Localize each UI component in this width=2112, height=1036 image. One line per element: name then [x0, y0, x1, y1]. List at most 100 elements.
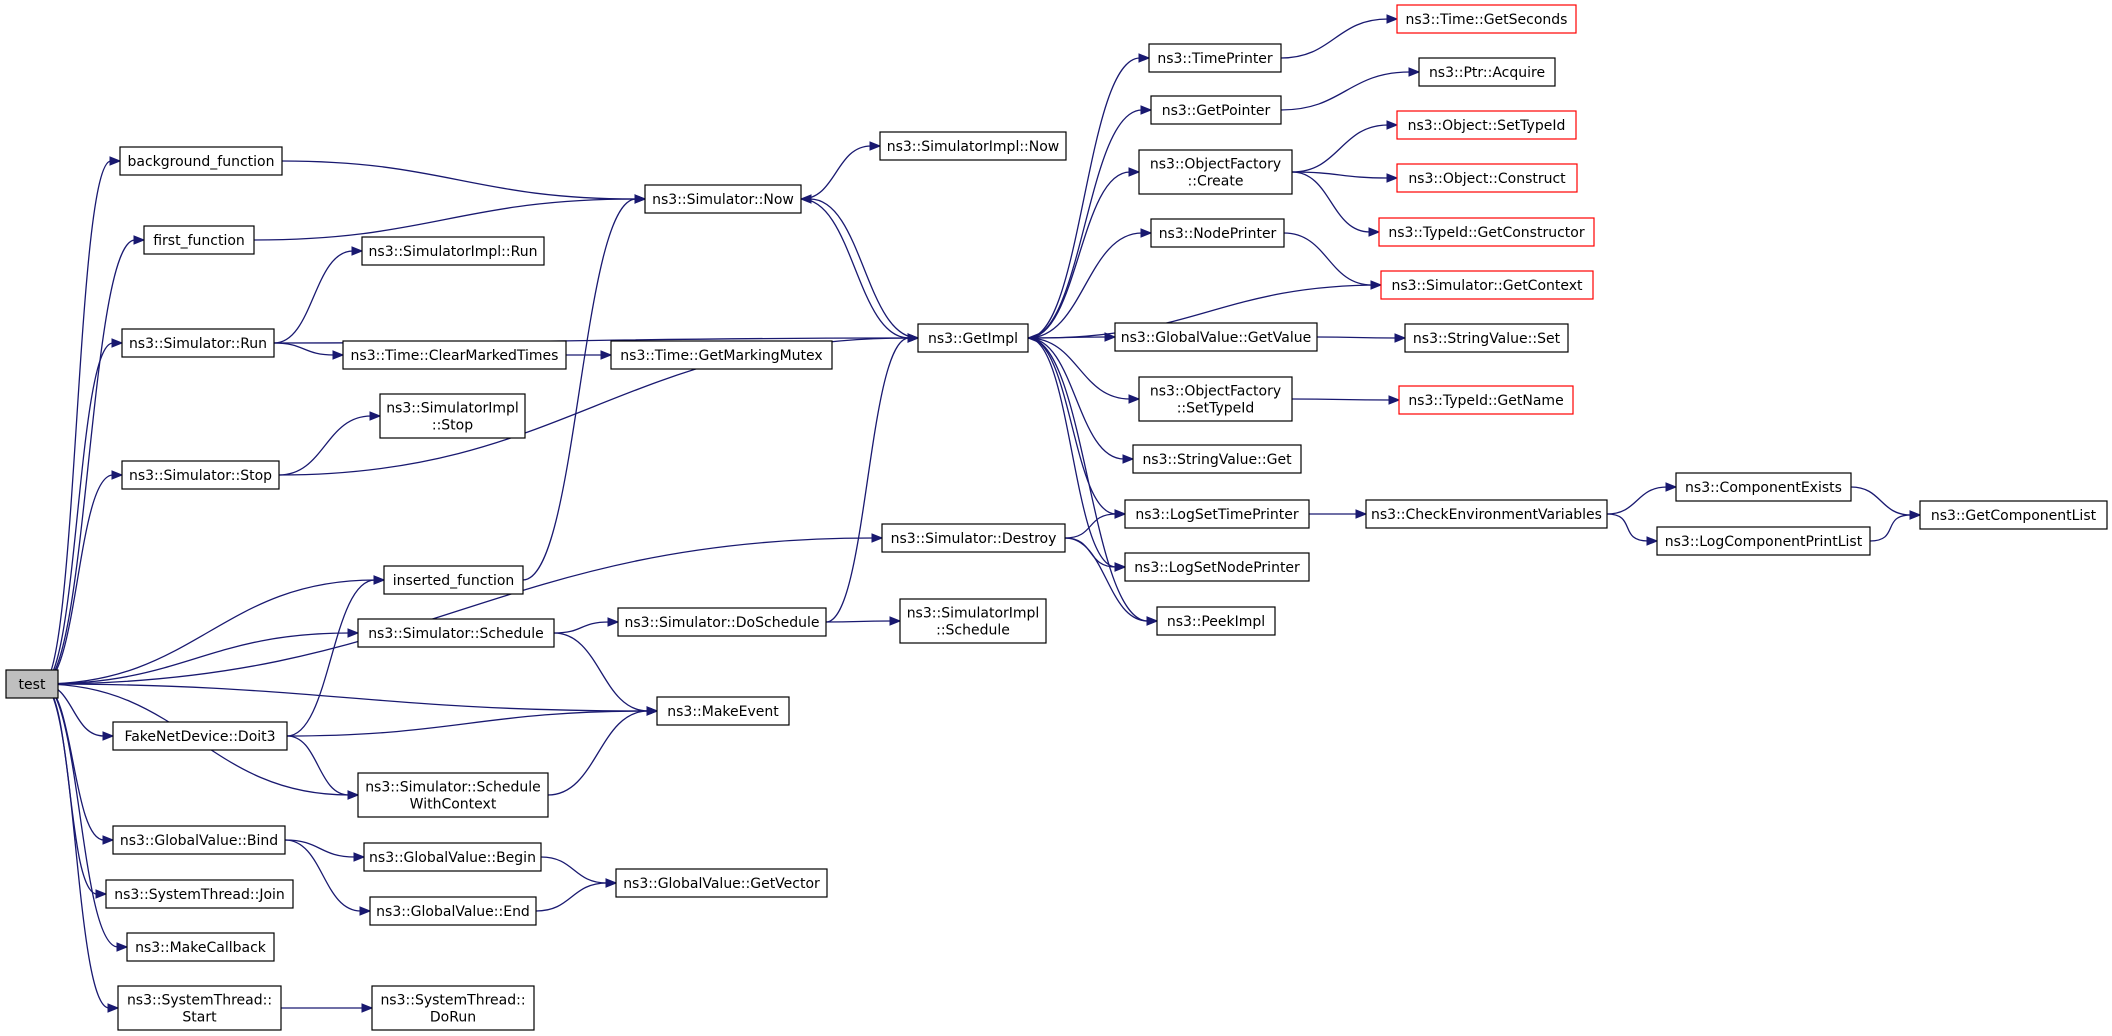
node-peek-impl[interactable]: ns3::PeekImpl	[1156, 606, 1276, 636]
node-sv-get[interactable]: ns3::StringValue::Get	[1132, 444, 1302, 474]
node-gv-bind[interactable]: ns3::GlobalValue::Bind	[112, 825, 286, 855]
edge-test-to-inserted-function	[41, 575, 386, 685]
node-gv-begin[interactable]: ns3::GlobalValue::Begin	[363, 842, 542, 872]
node-label: ns3::Ptr::Acquire	[1429, 65, 1545, 81]
node-sim-destroy[interactable]: ns3::Simulator::Destroy	[881, 523, 1066, 553]
arrow-head	[102, 835, 115, 845]
node-comp-exists[interactable]: ns3::ComponentExists	[1675, 472, 1852, 502]
node-inserted-function[interactable]: inserted_function	[383, 565, 524, 595]
node-box	[1150, 218, 1285, 248]
edge-test-to-sim-run	[41, 338, 124, 685]
edge-time-clear-to-time-mutex	[566, 350, 613, 360]
node-sim-getcontext[interactable]: ns3::Simulator::GetContext	[1380, 270, 1594, 300]
node-simimpl-schedule[interactable]: ns3::SimulatorImpl::Schedule	[899, 598, 1047, 644]
edge-test-to-gv-bind	[41, 683, 115, 845]
node-label: ns3::TypeId::GetName	[1408, 393, 1563, 409]
node-gv-getvalue[interactable]: ns3::GlobalValue::GetValue	[1114, 322, 1318, 352]
node-box	[383, 565, 524, 595]
node-check-env[interactable]: ns3::CheckEnvironmentVariables	[1365, 499, 1608, 529]
node-simimpl-now[interactable]: ns3::SimulatorImpl::Now	[879, 131, 1067, 161]
edge-get-pointer-to-ptr-acquire	[1280, 67, 1421, 111]
node-label: ns3::SystemThread::	[380, 993, 525, 1009]
node-getimpl[interactable]: ns3::GetImpl	[917, 323, 1029, 353]
edge-getimpl-to-log-setnodeprinter	[1027, 337, 1127, 572]
node-box	[105, 879, 294, 909]
arrow-head	[1386, 173, 1399, 183]
edge-sim-doschedule-to-getimpl	[825, 333, 920, 623]
node-time-clear[interactable]: ns3::Time::ClearMarkedTimes	[342, 340, 567, 370]
node-log-setnodeprinter[interactable]: ns3::LogSetNodePrinter	[1124, 552, 1310, 582]
node-typeid-getctor[interactable]: ns3::TypeId::GetConstructor	[1378, 217, 1595, 247]
node-gv-getvector[interactable]: ns3::GlobalValue::GetVector	[615, 868, 828, 898]
node-of-settypeid[interactable]: ns3::ObjectFactory::SetTypeId	[1138, 376, 1293, 422]
node-box	[615, 868, 828, 898]
node-test[interactable]: test	[5, 669, 59, 699]
node-box	[1365, 499, 1608, 529]
node-first-function[interactable]: first_function	[143, 225, 255, 255]
node-box	[361, 236, 545, 266]
node-label: ns3::MakeCallback	[135, 940, 267, 956]
node-sim-stop[interactable]: ns3::Simulator::Stop	[121, 460, 280, 490]
node-sim-run[interactable]: ns3::Simulator::Run	[121, 328, 275, 358]
node-st-join[interactable]: ns3::SystemThread::Join	[105, 879, 294, 909]
node-fake-doit3[interactable]: FakeNetDevice::Doit3	[112, 721, 288, 751]
arrow-head	[1140, 228, 1153, 238]
node-st-dorun[interactable]: ns3::SystemThread::DoRun	[371, 985, 535, 1031]
node-time-mutex[interactable]: ns3::Time::GetMarkingMutex	[610, 340, 833, 370]
node-sv-set[interactable]: ns3::StringValue::Set	[1404, 323, 1569, 353]
arrow-head	[1408, 67, 1421, 77]
node-st-start[interactable]: ns3::SystemThread::Start	[117, 985, 282, 1031]
node-of-create[interactable]: ns3::ObjectFactory::Create	[1138, 149, 1293, 195]
arrow-head	[1355, 509, 1368, 519]
node-get-comp-list[interactable]: ns3::GetComponentList	[1919, 500, 2108, 530]
node-get-pointer[interactable]: ns3::GetPointer	[1150, 95, 1282, 125]
node-label: ns3::LogSetTimePrinter	[1135, 507, 1299, 523]
node-box	[371, 985, 535, 1031]
arrow-head	[1128, 167, 1141, 177]
node-ptr-acquire[interactable]: ns3::Ptr::Acquire	[1418, 57, 1556, 87]
node-time-getseconds[interactable]: ns3::Time::GetSeconds	[1396, 4, 1577, 34]
node-node-printer[interactable]: ns3::NodePrinter	[1150, 218, 1285, 248]
node-gv-end[interactable]: ns3::GlobalValue::End	[369, 896, 537, 926]
node-box	[879, 131, 1067, 161]
node-label: ns3::Simulator::Destroy	[891, 531, 1057, 547]
arrow-head	[799, 194, 812, 204]
edge-of-create-to-obj-settypeid	[1291, 120, 1399, 173]
arrow-head	[1368, 227, 1381, 237]
node-box	[644, 184, 802, 214]
node-background-function[interactable]: background_function	[119, 146, 283, 176]
node-label: ns3::Simulator::Stop	[129, 468, 272, 484]
node-obj-settypeid[interactable]: ns3::Object::SetTypeId	[1396, 110, 1577, 140]
node-log-settimeprinter[interactable]: ns3::LogSetTimePrinter	[1124, 499, 1310, 529]
edge-getimpl-to-of-create	[1027, 167, 1141, 339]
edge-getimpl-to-of-settypeid	[1027, 337, 1141, 404]
node-sim-doschedule[interactable]: ns3::Simulator::DoSchedule	[617, 607, 827, 637]
node-box	[369, 896, 537, 926]
arrow-head	[634, 194, 647, 204]
arrow-head	[1122, 454, 1135, 464]
node-box	[1378, 217, 1595, 247]
node-box	[1138, 149, 1293, 195]
node-sim-schedule[interactable]: ns3::Simulator::Schedule	[357, 618, 555, 648]
edge-test-to-sim-destroy	[41, 533, 884, 685]
node-label: ns3::ComponentExists	[1685, 480, 1842, 496]
node-time-printer[interactable]: ns3::TimePrinter	[1148, 43, 1282, 73]
node-label: ::SetTypeId	[1177, 401, 1255, 417]
arrow-head	[111, 338, 124, 348]
node-make-event[interactable]: ns3::MakeEvent	[656, 696, 790, 726]
node-obj-construct[interactable]: ns3::Object::Construct	[1396, 163, 1578, 193]
node-simimpl-stop[interactable]: ns3::SimulatorImpl::Stop	[379, 393, 526, 439]
node-typeid-getname[interactable]: ns3::TypeId::GetName	[1398, 385, 1574, 415]
node-simimpl-run[interactable]: ns3::SimulatorImpl::Run	[361, 236, 545, 266]
node-label: ns3::MakeEvent	[667, 704, 779, 720]
arrow-head	[359, 906, 372, 916]
node-box	[1675, 472, 1852, 502]
node-make-callback[interactable]: ns3::MakeCallback	[126, 932, 275, 962]
node-box	[357, 618, 555, 648]
edge-sim-doschedule-to-simimpl-schedule	[825, 616, 902, 626]
edge-sim-schedule-ctx-to-make-event	[547, 706, 659, 796]
node-sim-now[interactable]: ns3::Simulator::Now	[644, 184, 802, 214]
arrow-head	[869, 141, 882, 151]
node-log-comp-printlist[interactable]: ns3::LogComponentPrintList	[1656, 526, 1871, 556]
